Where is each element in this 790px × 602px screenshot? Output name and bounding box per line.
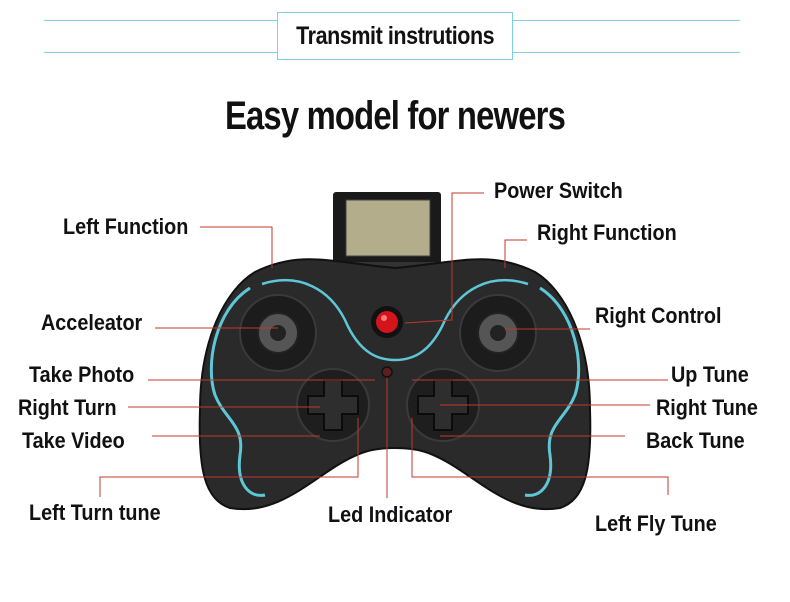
right-stick [459, 294, 537, 372]
label-right-function: Right Function [537, 220, 677, 245]
led-indicator-light [381, 366, 393, 378]
label-power-switch: Power Switch [494, 178, 623, 203]
leader-right-function [504, 239, 527, 268]
label-left-turn-tune: Left Turn tune [29, 500, 161, 525]
header-title: Transmit instrutions [295, 21, 495, 50]
label-take-video: Take Video [22, 428, 125, 453]
header-rule-left-bottom [44, 52, 277, 53]
label-left-fly-tune: Left Fly Tune [595, 511, 717, 536]
label-right-tune: Right Tune [656, 395, 758, 420]
label-back-tune: Back Tune [646, 428, 745, 453]
header-rule-right-top [513, 20, 740, 21]
left-stick [239, 294, 317, 372]
label-up-tune: Up Tune [671, 362, 749, 387]
leader-left-function [200, 226, 273, 268]
label-take-photo: Take Photo [29, 362, 135, 387]
leader-power-switch [404, 192, 484, 324]
lcd-screen [333, 192, 441, 270]
left-dpad [296, 368, 370, 442]
power-button [371, 306, 403, 338]
label-right-turn: Right Turn [18, 395, 117, 420]
header-rule-right-bottom [513, 52, 740, 53]
controller-body [198, 258, 592, 511]
label-acceleator: Acceleator [41, 310, 143, 335]
label-right-control: Right Control [595, 303, 722, 328]
leader-left-fly-tune [411, 418, 669, 495]
leader-lines [99, 192, 669, 498]
header-rule-left-top [44, 20, 277, 21]
leader-left-turn-tune [99, 418, 359, 497]
subtitle: Easy model for newers [224, 94, 566, 138]
label-led-indicator: Led Indicator [328, 502, 453, 527]
header-title-box: Transmit instrutions [277, 12, 513, 60]
label-left-function: Left Function [63, 214, 189, 239]
